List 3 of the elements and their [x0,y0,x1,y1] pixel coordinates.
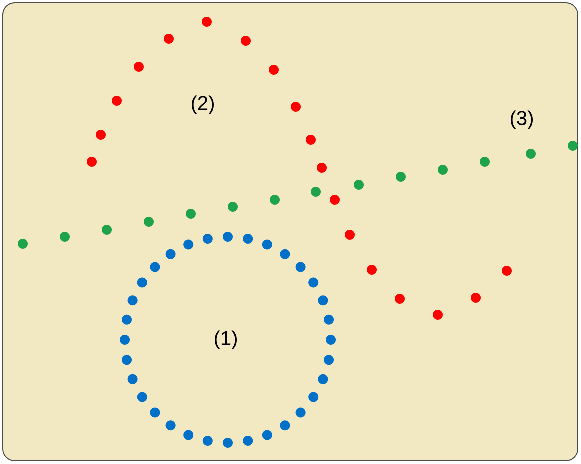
curve-label: (2) [192,96,214,114]
curve-label: (1) [215,330,237,350]
curve-label: (3) [511,110,533,130]
